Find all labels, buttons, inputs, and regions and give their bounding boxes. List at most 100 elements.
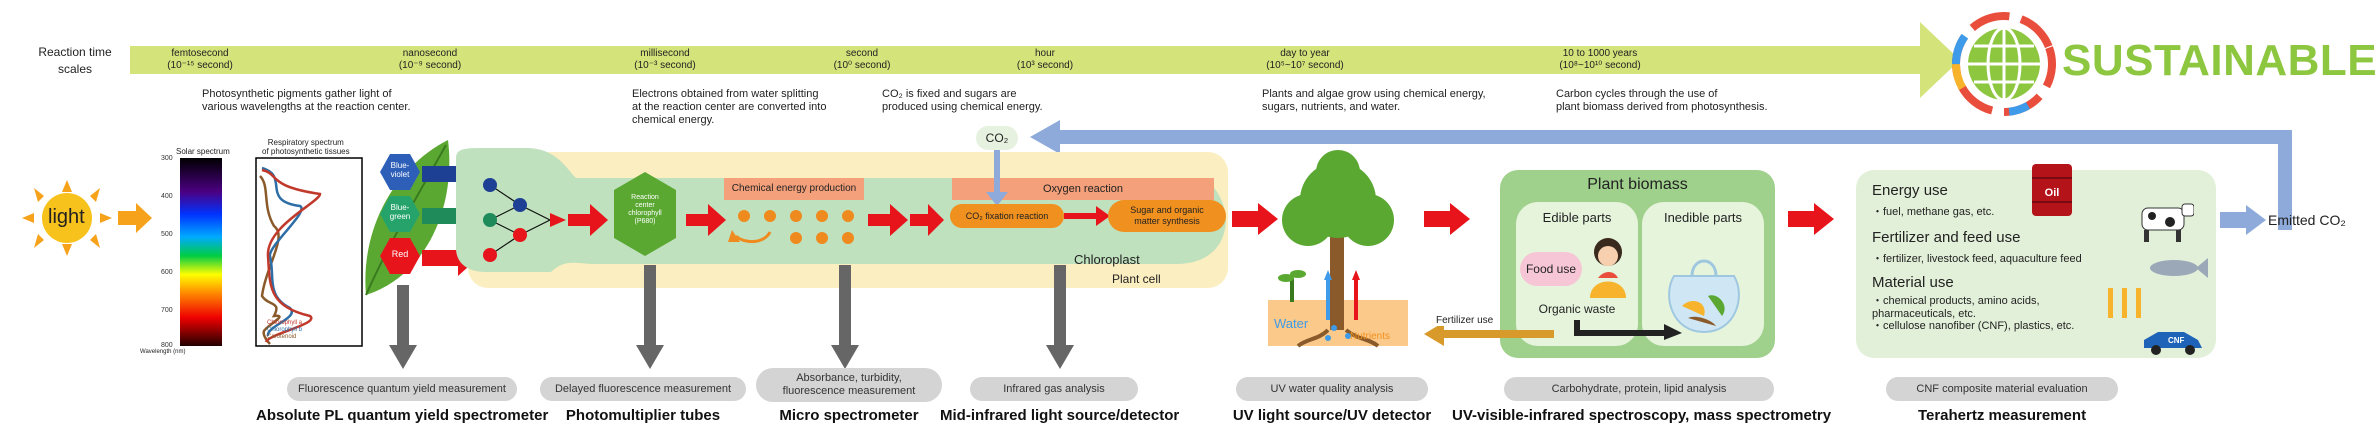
measurement-pill-3: Absorbance, turbidity,fluorescence measu… xyxy=(756,368,942,402)
tick-second: second(10⁰ second) xyxy=(833,48,891,71)
co2-return-arrow xyxy=(1030,120,2292,230)
solar-spectrum-title: Solar spectrum xyxy=(176,147,230,156)
reaction-center-hex xyxy=(614,172,676,256)
wavelength-300: 300 xyxy=(161,155,173,162)
legend-chl-b: Chlorophyll b xyxy=(267,327,303,333)
measurement-pill-6: Carbohydrate, protein, lipid analysis xyxy=(1504,377,1774,401)
car-icon xyxy=(2144,332,2202,355)
material-use-items: ・chemical products, amino acids, pharmac… xyxy=(1872,295,2074,333)
measurement-pill-1: Fluorescence quantum yield measurement xyxy=(287,377,517,401)
material-item-2: pharmaceuticals, etc. xyxy=(1872,307,1976,320)
tick-years: 10 to 1000 years(10⁸~10¹⁰ second) xyxy=(1559,48,1641,71)
measurement-pill-2: Delayed fluorescence measurement xyxy=(540,377,746,401)
fish-icon xyxy=(2150,258,2208,278)
instrument-3: Micro spectrometer xyxy=(779,407,919,424)
light-label: light xyxy=(48,206,85,228)
arrow-to-sugar xyxy=(1064,206,1110,226)
spectrum-legend: Chlorophyll a Chlorophyll b Carotenoid xyxy=(267,320,302,341)
plant-cell-label: Plant cell xyxy=(1112,272,1161,286)
wavelength-700: 700 xyxy=(161,307,173,314)
spectrum-chart xyxy=(180,157,363,347)
down-arrow-2 xyxy=(636,265,664,369)
oxygen-reaction-box: Oxygen reaction xyxy=(952,178,1214,200)
sun-icon xyxy=(22,180,112,256)
cnf-car-label: CNF xyxy=(2168,336,2185,345)
fertilizer-use-label: Fertilizer use xyxy=(1434,315,1496,326)
arrow-to-uses xyxy=(1788,203,1834,235)
tick-day-to-year: day to year(10⁵~10⁷ second) xyxy=(1266,48,1344,71)
feed-use-item: ・fertilizer, livestock feed, aquaculture… xyxy=(1872,253,2082,265)
energy-use-title: Energy use xyxy=(1872,182,1948,199)
instrument-5: UV light source/UV detector xyxy=(1232,407,1432,424)
down-arrow-4 xyxy=(1046,265,1074,369)
organic-waste-label: Organic waste xyxy=(1538,302,1616,316)
blue-green-hex xyxy=(380,196,420,232)
co2-fixation-oval: CO₂ fixation reaction xyxy=(950,204,1064,228)
co2-bubble: CO₂ xyxy=(976,126,1018,150)
inedible-parts-label: Inedible parts xyxy=(1663,210,1743,225)
cutlery-icon xyxy=(2108,288,2141,318)
tick-millisecond: millisecond(10⁻³ second) xyxy=(634,48,696,71)
down-arrow-3 xyxy=(831,265,859,369)
instrument-6: UV-visible-infrared spectroscopy, mass s… xyxy=(1452,407,1832,424)
oil-drum-icon xyxy=(2032,164,2072,216)
wavelength-axis-label: Wavelength (nm) xyxy=(140,349,186,355)
light-arrow xyxy=(118,203,152,233)
measurement-pill-7: CNF composite material evaluation xyxy=(1886,377,2118,401)
fertilizer-arrow xyxy=(1424,322,1554,346)
material-item-1: ・chemical products, amino acids, xyxy=(1872,295,2040,307)
measurement-pill-4: Infrared gas analysis xyxy=(970,377,1138,401)
blue-violet-hex xyxy=(380,154,420,190)
energy-dots xyxy=(728,210,854,244)
instrument-4: Mid-infrared light source/detector xyxy=(940,407,1180,424)
arrow-to-reaction-center xyxy=(568,204,608,236)
food-use-oval: Food use xyxy=(1520,252,1582,286)
material-item-3: ・cellulose nanofiber (CNF), plastics, et… xyxy=(1872,320,2075,332)
wavelength-400: 400 xyxy=(161,193,173,200)
instrument-1: Absolute PL quantum yield spectrometer xyxy=(256,407,549,424)
arrow-to-chemical-energy xyxy=(686,204,726,236)
energy-use-item: ・fuel, methane gas, etc. xyxy=(1872,206,1995,218)
waste-bag-icon xyxy=(1668,259,1740,334)
legend-chl-a: Chlorophyll a xyxy=(267,320,303,326)
chloroplast-label: Chloroplast xyxy=(1074,252,1140,267)
material-use-title: Material use xyxy=(1872,274,1954,291)
timeline-arrow xyxy=(130,22,1960,98)
tick-femtosecond: femtosecond(10⁻¹⁵ second) xyxy=(167,48,233,71)
timeline-row-label: Reaction time scales xyxy=(30,44,120,78)
emitted-co2-label: Emitted CO₂ xyxy=(2268,212,2346,228)
emitted-co2-arrow xyxy=(2220,205,2266,235)
arrow-to-tree xyxy=(1232,203,1278,235)
red-pigment-label: Red xyxy=(391,249,409,259)
wavelength-600: 600 xyxy=(161,269,173,276)
pigment-antenna-network xyxy=(483,178,566,262)
arrow-to-biomass xyxy=(1424,203,1470,235)
arrow-to-oxygen xyxy=(868,204,908,236)
blue-violet-label: Blue-violet xyxy=(390,161,410,179)
sustainable-globe-icon xyxy=(1951,12,2056,116)
wavelength-500: 500 xyxy=(161,231,173,238)
cow-icon xyxy=(2141,203,2194,242)
tree-icon xyxy=(1268,150,1408,348)
person-eating-icon xyxy=(1590,238,1626,298)
timeline-row-label-line2: scales xyxy=(57,62,92,76)
wavelength-800: 800 xyxy=(161,342,173,349)
edible-parts-label: Edible parts xyxy=(1542,210,1612,225)
tick-hour: hour(10³ second) xyxy=(1016,48,1074,71)
instrument-2: Photomultiplier tubes xyxy=(565,407,721,424)
nutrients-label: Nutrients xyxy=(1350,331,1391,342)
red-hex xyxy=(380,238,420,274)
legend-carotenoid: Carotenoid xyxy=(267,334,297,340)
co2-down-arrow xyxy=(986,150,1008,206)
down-arrow-1 xyxy=(389,285,417,369)
water-label: Water xyxy=(1274,316,1309,331)
measurement-pill-5: UV water quality analysis xyxy=(1236,377,1428,401)
tick-nanosecond: nanosecond(10⁻⁹ second) xyxy=(398,48,462,71)
